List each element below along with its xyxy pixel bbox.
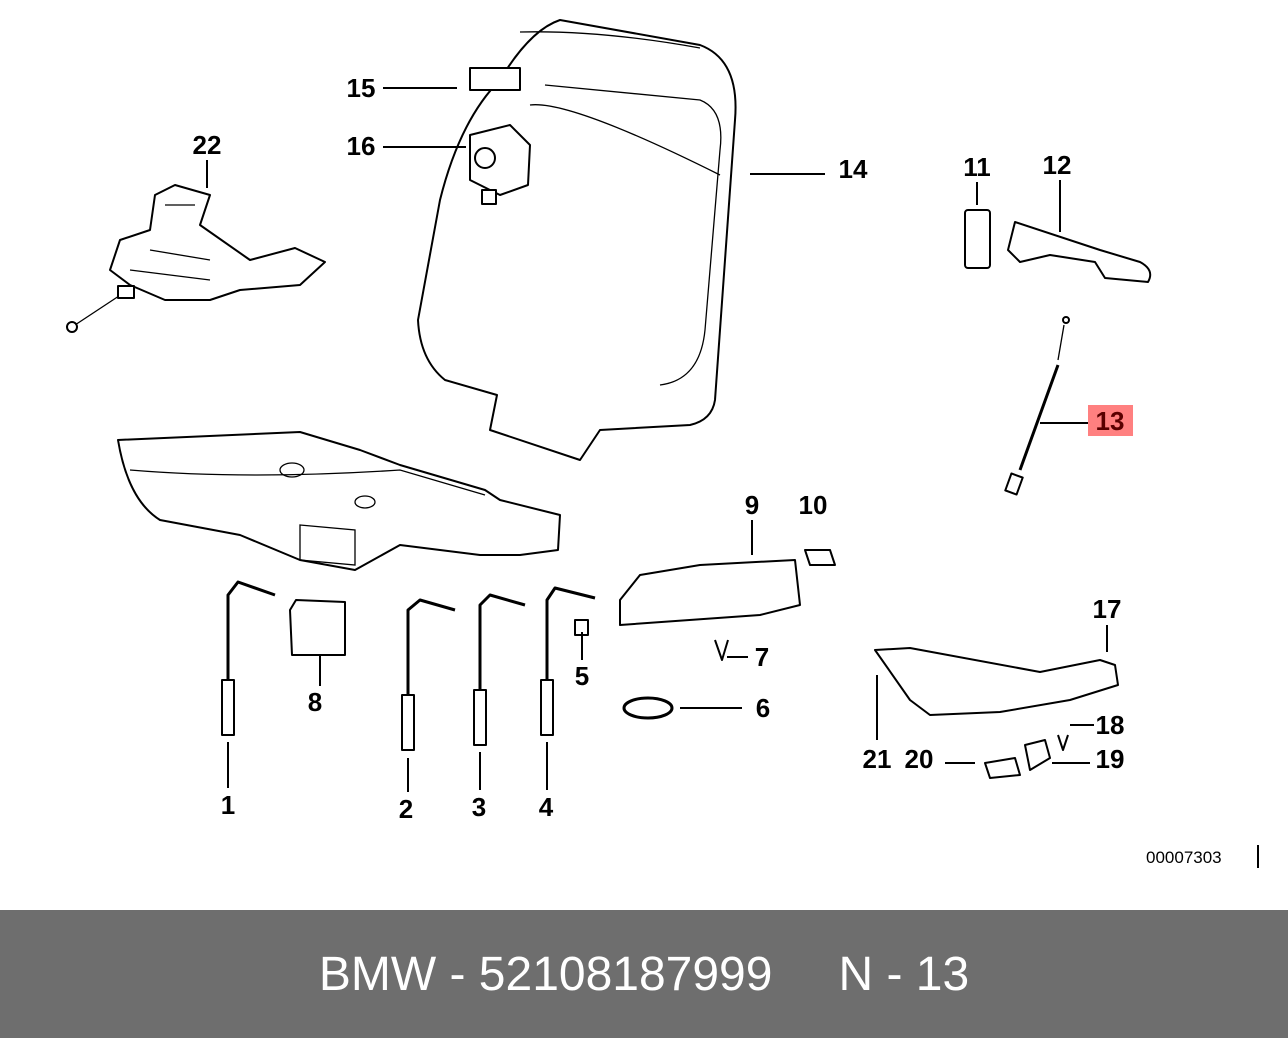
callout-4: 4 [539, 792, 554, 822]
callout-15: 15 [347, 73, 376, 103]
callout-13-highlighted: 13 [1096, 406, 1125, 436]
callout-6: 6 [756, 693, 770, 723]
brand-name: BMW [318, 947, 437, 1001]
part-11-cover [964, 209, 991, 269]
part-13-cable [1004, 316, 1070, 496]
callout-17: 17 [1093, 594, 1122, 624]
cable-parts-1-4 [221, 580, 596, 751]
drawing-code: 00007303 [1146, 848, 1222, 867]
callout-11: 11 [963, 152, 991, 182]
seat-cushion [117, 431, 561, 571]
part-20-button [984, 757, 1021, 779]
part-8-cover [289, 599, 346, 656]
callout-19: 19 [1096, 744, 1125, 774]
callout-2: 2 [399, 794, 413, 824]
part-7-screw [714, 639, 729, 661]
part-number: 52108187999 [478, 947, 773, 1001]
callout-21: 21 [863, 744, 892, 774]
callout-16: 16 [347, 131, 376, 161]
callout-1: 1 [221, 790, 235, 820]
callout-22: 22 [193, 130, 222, 160]
part-19-knob [1024, 739, 1051, 771]
part-info-footer: BMW - 52108187999 N - 13 [0, 910, 1288, 1038]
seat-backrest [417, 19, 737, 461]
part-22-lumbar-frame [66, 184, 326, 333]
callout-5: 5 [575, 661, 589, 691]
callout-12: 12 [1043, 150, 1072, 180]
part-15-switch [469, 67, 521, 91]
parts-diagram: 1 2 3 4 5 6 7 8 9 10 11 12 13 14 15 16 1… [66, 19, 1259, 868]
callout-10: 10 [799, 490, 828, 520]
position-label: N - 13 [838, 947, 970, 1001]
part-12-lever [1007, 221, 1152, 283]
callout-3: 3 [472, 792, 486, 822]
part-16-motor [469, 124, 531, 205]
callout-20: 20 [905, 744, 934, 774]
callout-14: 14 [839, 154, 868, 184]
highlight-box [1088, 405, 1133, 436]
part-9-housing [619, 559, 801, 626]
callout-8: 8 [308, 687, 322, 717]
leader-lines [206, 87, 1259, 868]
part-6-ring [622, 696, 674, 720]
part-18-screw [1057, 734, 1069, 751]
callout-9: 9 [745, 490, 759, 520]
callout-18: 18 [1096, 710, 1125, 740]
separator: - [436, 947, 479, 1001]
part-10-pad [804, 549, 836, 566]
part-5-clip [574, 619, 589, 636]
part-17-trim [874, 647, 1119, 716]
callout-7: 7 [755, 642, 769, 672]
